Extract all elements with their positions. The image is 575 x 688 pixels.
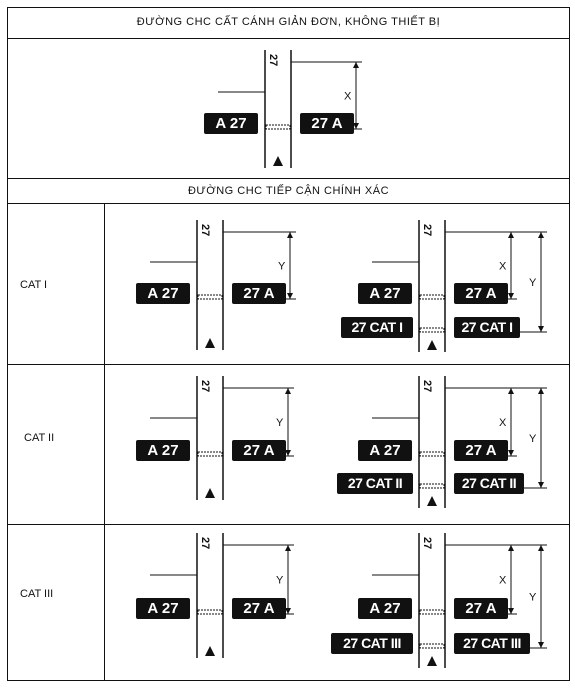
takeoff-header: ĐƯỜNG CHC CẤT CÁNH GIẢN ĐƠN, KHÔNG THIẾT… <box>136 16 441 28</box>
sign-cat-left: 27 CAT III <box>331 633 413 654</box>
sign-runway-left: A 27 <box>358 440 412 461</box>
sign-runway-right: 27 A <box>454 283 508 304</box>
sign-runway-left: A 27 <box>204 113 258 134</box>
dimension-x-arrow-top <box>353 62 359 68</box>
runway-designation-text: 27 <box>267 54 279 66</box>
sign-runway-right: 27 A <box>232 440 286 461</box>
sign-cat-left: 27 CAT I <box>341 317 413 338</box>
dimension-y-arrow-top <box>285 545 291 551</box>
dimension-x-arrow-bottom <box>353 123 359 129</box>
sign-runway-right: 27 A <box>232 598 286 619</box>
outer-border <box>7 7 570 681</box>
holding-position-marking <box>419 609 445 615</box>
dimension-y-arrow-bottom <box>287 293 293 299</box>
runway-designation-text: 27 <box>421 537 433 549</box>
dimension-y-label: Y <box>276 575 284 587</box>
dimension-x-arrow-top <box>508 545 514 551</box>
runway-designation-text: 27 <box>421 380 433 392</box>
dimension-y-label: Y <box>529 277 537 289</box>
dimension-x-arrow-top <box>508 388 514 394</box>
dimension-y-arrow-bottom <box>538 642 544 648</box>
dimension-y-arrow-top <box>538 545 544 551</box>
holding-position-marking <box>419 451 445 457</box>
dimension-y-arrow-bottom <box>285 450 291 456</box>
aircraft-position-icon <box>427 496 437 506</box>
dimension-y-arrow-bottom <box>538 326 544 332</box>
aircraft-position-icon <box>205 338 215 348</box>
runway-designation-text: 27 <box>421 224 433 236</box>
category-label-cat-ii: CAT II <box>24 432 55 444</box>
category-label-cat-iii: CAT III <box>20 588 54 600</box>
sign-cat-left: 27 CAT II <box>337 473 413 494</box>
sign-runway-right: 27 A <box>454 598 508 619</box>
runway-designation-text: 27 <box>199 224 211 236</box>
dimension-y-arrow-top <box>538 232 544 238</box>
dimension-x-label: X <box>499 261 507 273</box>
dimension-x-label: X <box>499 575 507 587</box>
cat-holding-position-marking <box>419 643 445 649</box>
dimension-x-label: X <box>499 417 507 429</box>
dimension-y-label: Y <box>529 592 537 604</box>
aircraft-position-icon <box>427 656 437 666</box>
precision-header: ĐƯỜNG CHC TIẾP CẬN CHÍNH XÁC <box>187 185 390 197</box>
sign-runway-right: 27 A <box>300 113 354 134</box>
dimension-y-arrow-top <box>285 388 291 394</box>
aircraft-position-icon <box>427 340 437 350</box>
sign-runway-right: 27 A <box>232 283 286 304</box>
sign-runway-right: 27 A <box>454 440 508 461</box>
aircraft-position-icon <box>205 646 215 656</box>
sign-cat-right: 27 CAT I <box>454 317 520 338</box>
cat-holding-position-marking <box>419 327 445 333</box>
dimension-x-arrow-bottom <box>508 293 514 299</box>
sign-runway-left: A 27 <box>358 283 412 304</box>
dimension-y-arrow-bottom <box>285 608 291 614</box>
sign-cat-right: 27 CAT II <box>454 473 524 494</box>
aircraft-position-icon <box>273 156 283 166</box>
holding-position-marking <box>197 451 223 457</box>
dimension-y-label: Y <box>278 261 286 273</box>
cat-holding-position-marking <box>419 483 445 489</box>
dimension-x-arrow-bottom <box>508 450 514 456</box>
dimension-x-arrow-top <box>508 232 514 238</box>
dimension-y-label: Y <box>529 433 537 445</box>
dimension-x-label: X <box>344 91 352 103</box>
runway-designation-text: 27 <box>199 537 211 549</box>
holding-position-marking <box>419 294 445 300</box>
holding-position-marking <box>197 609 223 615</box>
category-label-cat-i: CAT I <box>20 279 48 291</box>
dimension-x-arrow-bottom <box>508 608 514 614</box>
sign-cat-right: 27 CAT III <box>454 633 530 654</box>
sign-runway-left: A 27 <box>136 598 190 619</box>
dimension-y-label: Y <box>276 417 284 429</box>
sign-runway-left: A 27 <box>136 283 190 304</box>
sign-runway-left: A 27 <box>136 440 190 461</box>
dimension-y-arrow-top <box>538 388 544 394</box>
dimension-y-arrow-top <box>287 232 293 238</box>
holding-position-marking <box>197 294 223 300</box>
holding-position-marking <box>265 124 291 130</box>
dimension-y-arrow-bottom <box>538 482 544 488</box>
sign-runway-left: A 27 <box>358 598 412 619</box>
aircraft-position-icon <box>205 488 215 498</box>
runway-designation-text: 27 <box>199 380 211 392</box>
